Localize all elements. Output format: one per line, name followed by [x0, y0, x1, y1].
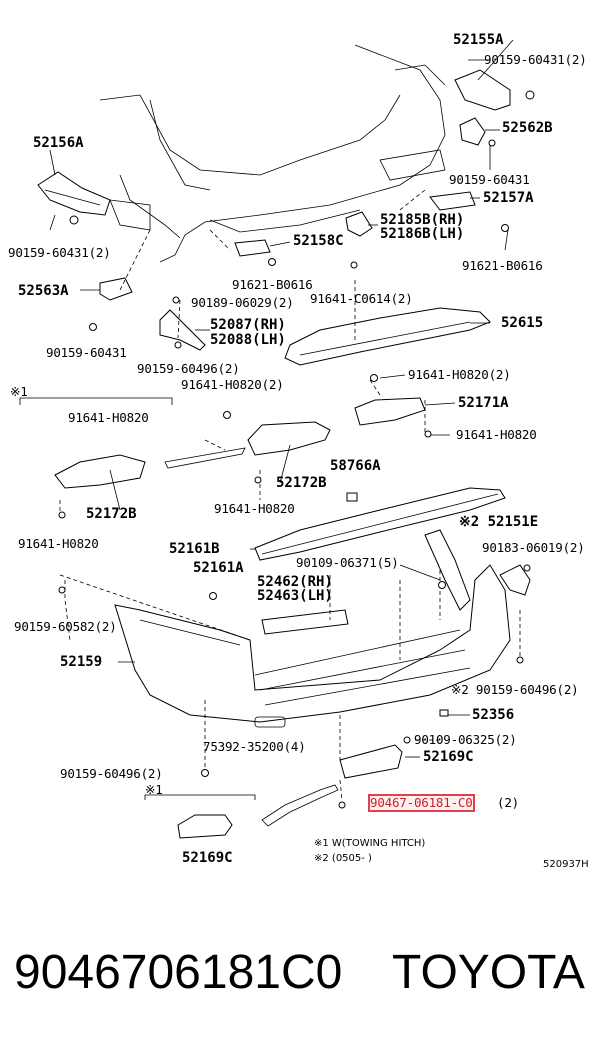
label-90159-60431-2: 90159-60431(2) — [484, 52, 587, 67]
caption-part-number: 9046706181C0 — [14, 946, 343, 999]
caption-bar: 9046706181C0 TOYOTA — [0, 945, 600, 1005]
label-90189-06029: 90189-06029(2) — [191, 295, 294, 310]
note-date-range: ※2 (0505- ) — [314, 853, 372, 864]
label-90159-60431-2-left: 90159-60431(2) — [8, 245, 111, 260]
label-90467-qty: (2) — [497, 795, 519, 810]
label-91641-H0820-2-right: 91641-H0820(2) — [408, 367, 511, 382]
label-90109-06371: 90109-06371(5) — [296, 555, 399, 570]
label-52186B: 52186B(LH) — [380, 226, 465, 242]
label-52169C-left: 52169C — [182, 850, 233, 866]
label-91641-H0820-left: 91641-H0820 — [18, 536, 99, 551]
label-52157A: 52157A — [483, 190, 534, 206]
label-52155A: 52155A — [453, 32, 504, 48]
label-mark1-top: ※1 — [10, 384, 28, 399]
label-52563A: 52563A — [18, 283, 69, 299]
label-90159-60582: 90159-60582(2) — [14, 619, 117, 634]
caption-brand: TOYOTA — [392, 946, 585, 999]
diagram-drawing — [19, 39, 535, 839]
label-52169C-right: 52169C — [423, 749, 474, 765]
label-52185B: 52185B(RH) — [380, 212, 465, 228]
label-75392-35200: 75392-35200(4) — [203, 739, 306, 754]
label-52156A: 52156A — [33, 135, 84, 151]
label-90159-60431: 90159-60431 — [449, 172, 530, 187]
label-52615: 52615 — [501, 315, 544, 331]
label-91641-H0820-mid: 91641-H0820 — [214, 501, 295, 516]
label-91641-H0820-2-mid: 91641-H0820(2) — [181, 377, 284, 392]
label-52161A: 52161A — [193, 560, 244, 576]
label-52356: 52356 — [472, 707, 515, 723]
parts-diagram: 52155A 90159-60431(2) 52562B 52156A 9015… — [8, 32, 589, 871]
label-58766A: 58766A — [330, 458, 381, 474]
note-towing-hitch: ※1 W(TOWING HITCH) — [314, 838, 426, 849]
label-52158C: 52158C — [293, 233, 344, 249]
label-90183-06019: 90183-06019(2) — [482, 540, 585, 555]
label-91641-C0614: 91641-C0614(2) — [310, 291, 413, 306]
label-90159-60496-2-b: ※2 90159-60496(2) — [451, 682, 579, 697]
label-52151E: ※2 52151E — [459, 514, 539, 530]
label-52172B-left: 52172B — [86, 506, 137, 522]
label-52087: 52087(RH) — [210, 317, 286, 333]
label-52462: 52462(RH) — [257, 574, 333, 590]
label-91621-B0616-right: 91621-B0616 — [462, 258, 543, 273]
label-91621-B0616-mid: 91621-B0616 — [232, 277, 313, 292]
label-52463: 52463(LH) — [257, 588, 333, 604]
diagram-code: 520937H — [543, 859, 589, 870]
label-52159: 52159 — [60, 654, 103, 670]
label-90467-06181-C0-highlighted[interactable]: 90467-06181-C0 — [368, 794, 475, 812]
label-52171A: 52171A — [458, 395, 509, 411]
label-91641-H0820-box: 91641-H0820 — [68, 410, 149, 425]
label-52088: 52088(LH) — [210, 332, 286, 348]
label-90159-60496-2-c: 90159-60496(2) — [60, 766, 163, 781]
label-90159-60496-2-a: 90159-60496(2) — [137, 361, 240, 376]
label-52161B: 52161B — [169, 541, 220, 557]
label-90109-06325: 90109-06325(2) — [414, 732, 517, 747]
label-90159-60431-left: 90159-60431 — [46, 345, 127, 360]
label-52562B: 52562B — [502, 120, 553, 136]
label-52172B-mid: 52172B — [276, 475, 327, 491]
label-mark1-bottom: ※1 — [145, 782, 163, 797]
label-91641-H0820-right: 91641-H0820 — [456, 427, 537, 442]
